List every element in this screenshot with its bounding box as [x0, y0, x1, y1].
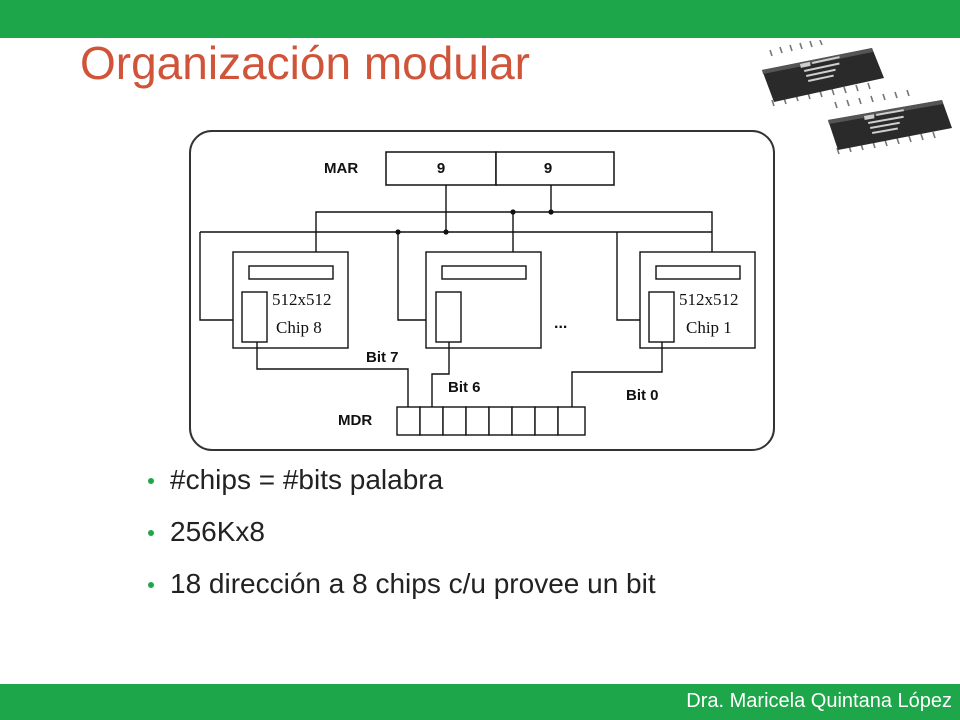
bullet-item: 18 dirección a 8 chips c/u provee un bit: [148, 564, 656, 616]
memory-chips-photo: [762, 40, 952, 155]
chip-8-size: 512x512: [272, 290, 332, 309]
top-accent-bar: [0, 0, 960, 38]
memory-organization-diagram: MAR 9 9 512x512 Chip 8 ... 5: [189, 130, 775, 451]
bullet-text: 18 dirección a 8 chips c/u provee un bit: [170, 568, 656, 599]
bullet-item: #chips = #bits palabra: [148, 460, 656, 512]
chip-middle-module: [425, 251, 542, 349]
chip-8-module: 512x512 Chip 8: [232, 251, 349, 349]
bullet-dot: [148, 582, 154, 588]
mar-label: MAR: [324, 160, 358, 177]
footer-bar: Dra. Maricela Quintana López: [0, 684, 960, 720]
bullet-dot: [148, 478, 154, 484]
chip-1-size: 512x512: [679, 290, 739, 309]
bit-0-label: Bit 0: [626, 387, 659, 404]
bullet-item: 256Kx8: [148, 512, 656, 564]
bullet-list: #chips = #bits palabra 256Kx8 18 direcci…: [148, 460, 656, 616]
mar-field-low-value: 9: [544, 160, 552, 177]
mdr-label: MDR: [338, 412, 372, 429]
more-chips-ellipsis: ...: [554, 315, 567, 332]
bit-7-label: Bit 7: [366, 349, 399, 366]
chip-8-name: Chip 8: [276, 318, 322, 337]
mar-field-high-value: 9: [437, 160, 445, 177]
mdr-register: [396, 406, 586, 436]
chip-1-module: 512x512 Chip 1: [639, 251, 756, 349]
bullet-dot: [148, 530, 154, 536]
bullet-text: #chips = #bits palabra: [170, 464, 444, 495]
chip-1-name: Chip 1: [686, 318, 732, 337]
data-lines: [256, 342, 663, 407]
bus-junctions: [395, 209, 554, 235]
mar-field-high: [385, 151, 497, 186]
bit-6-label: Bit 6: [448, 379, 481, 396]
footer-author: Dra. Maricela Quintana López: [686, 690, 952, 712]
dip-chip-lower: [828, 89, 952, 155]
bullet-text: 256Kx8: [170, 516, 265, 547]
dip-chip-upper: [762, 40, 884, 107]
slide-title: Organización modular: [80, 37, 531, 89]
mar-field-low: [495, 151, 615, 186]
